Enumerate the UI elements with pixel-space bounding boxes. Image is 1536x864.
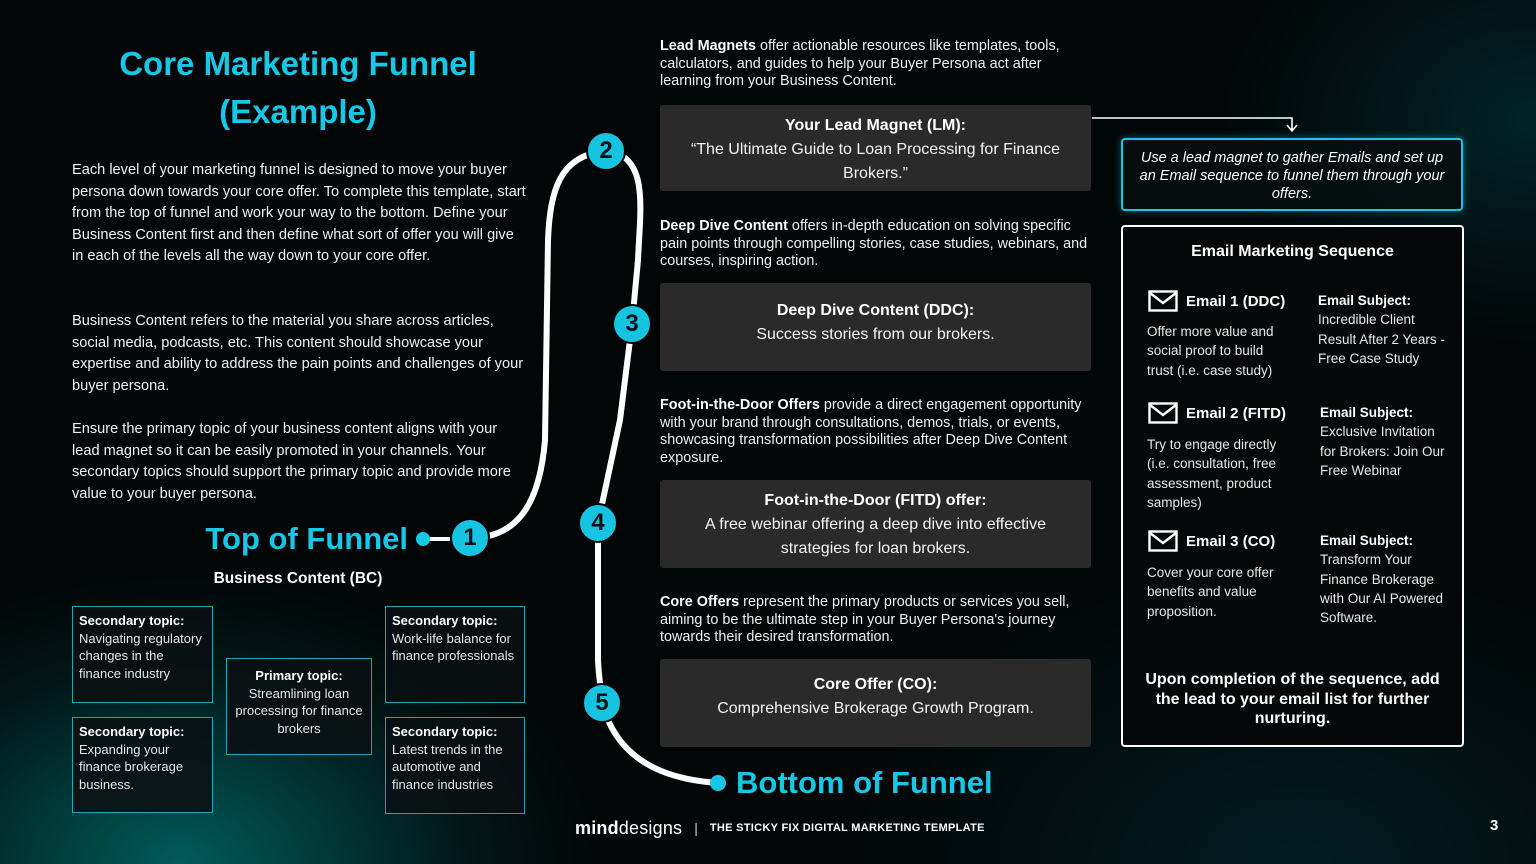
- topic-text: Streamlining loan processing for finance…: [235, 685, 363, 736]
- brand-logo-rest: designs: [618, 817, 683, 838]
- step-intro-text: provide a direct engagement opportunity …: [660, 397, 1082, 466]
- step-box-title: Your Lead Magnet (LM):: [784, 117, 967, 134]
- business-content-title: Business Content (BC): [213, 570, 383, 587]
- secondary-topic-box-2: Secondary topic: Expanding your finance …: [72, 717, 213, 813]
- step-badge-1: 1: [450, 518, 490, 558]
- top-connector-dot: [416, 532, 430, 546]
- step-badge-4: 4: [578, 503, 618, 543]
- footer-separator: |: [694, 820, 698, 836]
- topic-text: Navigating regulatory changes in the fin…: [79, 630, 202, 681]
- step-box-title: Core Offer (CO):: [813, 676, 938, 693]
- step-intro-bold: Deep Dive Content: [660, 218, 788, 234]
- email-1-header: Email 1 (DDC): [1148, 289, 1308, 313]
- brand-logo: minddesigns: [575, 818, 682, 839]
- step-intro-bold: Core Offers: [660, 594, 740, 610]
- email-sequence-footer: Upon completion of the sequence, add the…: [1145, 671, 1440, 727]
- email-sequence-title: Email Marketing Sequence: [1191, 243, 1394, 260]
- secondary-topic-box-3: Secondary topic: Work-life balance for f…: [385, 606, 525, 703]
- page-number: 3: [1490, 817, 1499, 834]
- topic-label: Secondary topic:: [392, 613, 498, 628]
- bottom-connector-dot: [710, 775, 726, 791]
- step-box-text: Success stories from our brokers.: [756, 326, 995, 343]
- step-box-title: Deep Dive Content (DDC):: [776, 302, 975, 319]
- secondary-topic-box-1: Secondary topic: Navigating regulatory c…: [72, 606, 213, 703]
- page-title-line2: (Example): [219, 93, 377, 130]
- deep-dive-box: Deep Dive Content (DDC): Success stories…: [660, 283, 1091, 371]
- page-footer: minddesigns | THE STICKY FIX DIGITAL MAR…: [575, 816, 985, 840]
- top-of-funnel-label: Top of Funnel: [205, 521, 408, 556]
- deep-dive-intro: Deep Dive Content offers in-depth educat…: [660, 218, 1090, 271]
- callout-arrow: [1092, 117, 1298, 133]
- email-subject-text: Transform Your Finance Brokerage with Ou…: [1320, 552, 1444, 626]
- lead-magnet-intro: Lead Magnets offer actionable resources …: [660, 38, 1090, 91]
- intro-paragraph-1: Each level of your marketing funnel is d…: [72, 162, 526, 265]
- fitd-intro: Foot-in-the-Door Offers provide a direct…: [660, 397, 1090, 467]
- envelope-icon: [1148, 290, 1178, 312]
- topic-text: Expanding your finance brokerage busines…: [79, 741, 184, 792]
- step-box-text: A free webinar offering a deep dive into…: [705, 516, 1046, 557]
- step-intro-bold: Lead Magnets: [660, 38, 756, 54]
- email-subject-label: Email Subject:: [1318, 293, 1412, 308]
- email-3-description: Cover your core offer benefits and value…: [1147, 565, 1274, 619]
- envelope-icon: [1148, 530, 1178, 552]
- step-badge-5: 5: [582, 683, 622, 723]
- email-subject-label: Email Subject:: [1320, 405, 1414, 420]
- email-3-header: Email 3 (CO): [1148, 529, 1308, 553]
- email-1-description: Offer more value and social proof to bui…: [1147, 324, 1274, 378]
- step-box-text: Comprehensive Brokerage Growth Program.: [717, 700, 1034, 717]
- envelope-icon: [1148, 402, 1178, 424]
- intro-paragraph-3: Ensure the primary topic of your busines…: [72, 421, 511, 502]
- intro-paragraph-2: Business Content refers to the material …: [72, 313, 524, 394]
- primary-topic-box: Primary topic: Streamlining loan process…: [226, 658, 372, 755]
- step-badge-3: 3: [612, 304, 652, 344]
- step-intro-text: offers in-depth education on solving spe…: [660, 218, 1088, 270]
- email-2-subject: Email Subject: Exclusive Invitation for …: [1320, 403, 1450, 480]
- step-badge-2: 2: [586, 131, 626, 171]
- topic-text: Latest trends in the automotive and fina…: [392, 741, 503, 792]
- email-2-header: Email 2 (FITD): [1148, 401, 1308, 425]
- core-offer-box: Core Offer (CO): Comprehensive Brokerage…: [660, 659, 1091, 747]
- lead-magnet-callout: Use a lead magnet to gather Emails and s…: [1121, 138, 1463, 211]
- email-subject-text: Incredible Client Result After 2 Years -…: [1318, 312, 1445, 366]
- secondary-topic-box-4: Secondary topic: Latest trends in the au…: [385, 717, 525, 814]
- brand-logo-bold: mind: [575, 817, 619, 838]
- step-intro-bold: Foot-in-the-Door Offers: [660, 397, 820, 413]
- topic-label: Secondary topic:: [392, 724, 498, 739]
- email-1-label: Email 1 (DDC): [1186, 292, 1286, 310]
- fitd-box: Foot-in-the-Door (FITD) offer: A free we…: [660, 480, 1091, 568]
- step-intro-text: represent the primary products or servic…: [660, 594, 1070, 646]
- email-3-label: Email 3 (CO): [1186, 532, 1276, 550]
- topic-label: Secondary topic:: [79, 613, 185, 628]
- email-2-description: Try to engage directly (i.e. consultatio…: [1147, 437, 1277, 510]
- step-box-title: Foot-in-the-Door (FITD) offer:: [764, 492, 987, 509]
- page-title-line1: Core Marketing Funnel: [119, 45, 477, 82]
- email-1-subject: Email Subject: Incredible Client Result …: [1318, 291, 1448, 368]
- page-title: Core Marketing Funnel (Example): [70, 40, 526, 136]
- email-subject-text: Exclusive Invitation for Brokers: Join O…: [1320, 424, 1445, 478]
- topic-text: Work-life balance for finance profession…: [392, 630, 515, 664]
- topic-label: Primary topic:: [255, 668, 343, 683]
- email-2-label: Email 2 (FITD): [1186, 404, 1287, 422]
- bottom-of-funnel-label: Bottom of Funnel: [736, 765, 993, 800]
- email-subject-label: Email Subject:: [1320, 533, 1414, 548]
- lead-magnet-box: Your Lead Magnet (LM): “The Ultimate Gui…: [660, 105, 1091, 191]
- topic-label: Secondary topic:: [79, 724, 185, 739]
- footer-template-name: THE STICKY FIX DIGITAL MARKETING TEMPLAT…: [709, 822, 985, 834]
- email-3-subject: Email Subject: Transform Your Finance Br…: [1320, 531, 1450, 627]
- email-sequence-panel: [1121, 225, 1464, 747]
- step-box-text: “The Ultimate Guide to Loan Processing f…: [690, 141, 1061, 182]
- step-intro-text: offer actionable resources like template…: [660, 38, 1060, 90]
- core-offer-intro: Core Offers represent the primary produc…: [660, 594, 1090, 647]
